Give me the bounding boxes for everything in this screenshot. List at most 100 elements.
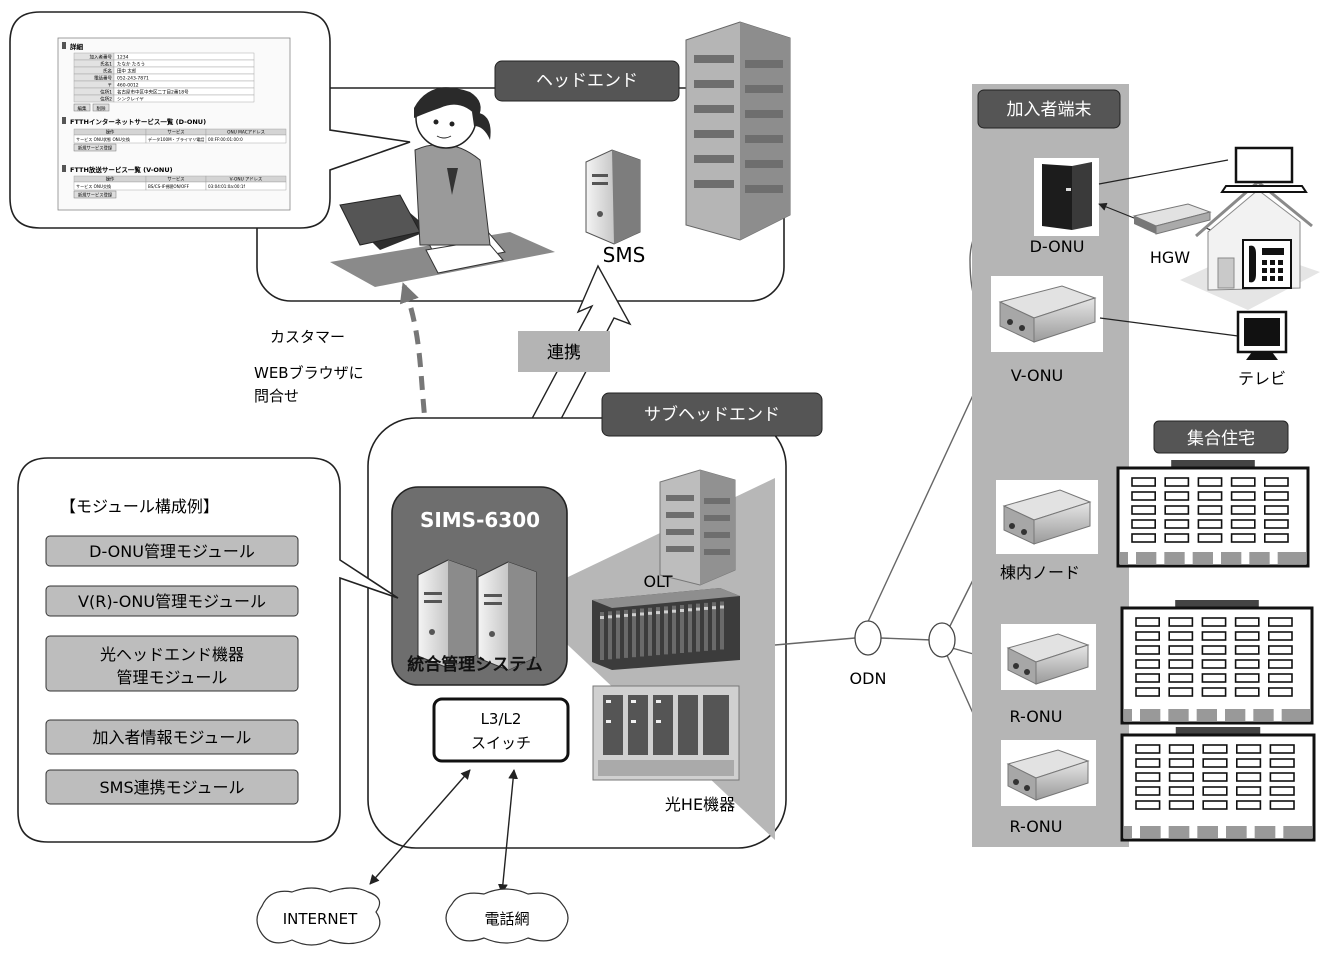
r-onu-label-2: R-ONU: [1010, 817, 1063, 836]
renkei-label: 連携: [518, 331, 610, 372]
hgw-icon: [1132, 203, 1212, 235]
svg-text:ヘッドエンド: ヘッドエンド: [536, 71, 638, 91]
detail-row: 電話番号 052-243-7871: [73, 73, 255, 81]
detail-value: 1234: [117, 54, 129, 60]
operator-icon: [330, 87, 555, 287]
building-icon-subheadend: [659, 469, 736, 586]
odn-splitter-2: [928, 622, 956, 658]
module-list: D-ONU管理モジュール V(R)-ONU管理モジュール光ヘッドエンド機器管理モジ…: [45, 535, 299, 805]
sims-title: SIMS-6300: [420, 508, 540, 532]
sims-6300-box: SIMS-6300 統合管理システム: [391, 486, 568, 686]
edit-button[interactable]: [73, 103, 91, 112]
svg-text:新規サービス登録: 新規サービス登録: [78, 145, 113, 152]
table-header: 操作: [106, 176, 115, 183]
web-browser-label: WEBブラウザに: [254, 364, 364, 382]
new-service-button[interactable]: [73, 143, 117, 152]
table-cell: BS/CS-IF視聴ON/OFF: [148, 183, 190, 189]
d-onu-icon: [1034, 158, 1099, 236]
subscriber-label: 加入者端末: [977, 89, 1121, 129]
svg-text:編集: 編集: [78, 105, 87, 112]
apartment-building-icon: [1120, 727, 1316, 842]
d-onu-label: D-ONU: [1030, 237, 1085, 256]
module-item-line1: 光ヘッドエンド機器: [100, 645, 244, 664]
subheadend-label: サブヘッドエンド: [601, 392, 823, 437]
r-onu-label-1: R-ONU: [1010, 707, 1063, 726]
table-cell: サービス ONU状態 ONU交換: [76, 136, 130, 142]
detail-row: 住所1 名古屋市中区中央区二丁目2番18号: [73, 87, 255, 95]
sms-label: SMS: [603, 243, 646, 267]
detail-value: 名古屋市中区中央区二丁目2番18号: [117, 88, 189, 95]
l3-l2-switch: L3/L2 スイッチ: [432, 697, 570, 763]
apartment-buildings: [1116, 460, 1316, 842]
svg-text:スイッチ: スイッチ: [471, 734, 531, 752]
in-building-node-icon: [996, 480, 1098, 554]
module-item-label: V(R)-ONU管理モジュール: [78, 592, 266, 611]
svg-text:サブヘッドエンド: サブヘッドエンド: [644, 404, 780, 425]
phone-icon: [1242, 239, 1292, 289]
internet-cloud: INTERNET: [256, 887, 381, 946]
svg-text:集合住宅: 集合住宅: [1187, 429, 1255, 449]
detail-key: 〒: [108, 82, 113, 88]
svg-text:L3/L2: L3/L2: [481, 710, 522, 728]
odn-splitter-1: [854, 620, 882, 656]
screen-section-ftth-internet: FTTHインターネットサービス一覧 (D-ONU): [70, 117, 206, 126]
table-header: ONU MACアドレス: [227, 130, 265, 136]
olt-device-icon: [592, 588, 740, 670]
table-header: サービス: [167, 129, 184, 136]
screen-section-detail: 詳細: [70, 42, 84, 51]
detail-key: 住所2: [100, 95, 112, 102]
detail-row: 〒 460-0012: [73, 80, 255, 88]
module-item-label: 加入者情報モジュール: [93, 728, 252, 747]
detail-row: 住所2 シンクレイヤ: [73, 94, 255, 102]
browser-screen: 詳細 加入者番号 1234 氏名1 たなか たろう氏名田中 太郎電話番号 052-243…: [57, 37, 291, 211]
table-cell: 00:FF:00:01:00:0: [208, 137, 243, 142]
laptop-icon: [1220, 146, 1308, 193]
svg-text:加入者端末: 加入者端末: [1007, 100, 1092, 120]
new-service-button[interactable]: [73, 190, 117, 199]
v-onu-icon: [991, 276, 1103, 352]
apartment-building-icon: [1116, 460, 1310, 568]
svg-text:新規サービス登録: 新規サービス登録: [78, 192, 113, 199]
detail-key: 住所1: [100, 88, 112, 95]
detail-row: 加入者番号 1234: [73, 52, 255, 60]
detail-key: 加入者番号: [90, 53, 113, 60]
table-header: 操作: [106, 129, 115, 136]
svg-text:電話網: 電話網: [484, 910, 529, 928]
detail-key: 氏名1: [100, 60, 112, 67]
detail-key: 電話番号: [94, 74, 112, 81]
table-header: サービス: [167, 176, 184, 183]
detail-row: 氏名田中 太郎: [73, 66, 255, 74]
svg-text:INTERNET: INTERNET: [283, 910, 358, 928]
detail-value: シンクレイヤ: [117, 96, 144, 102]
module-heading: 【モジュール構成例】: [60, 497, 219, 516]
module-item: V(R)-ONU管理モジュール: [45, 585, 299, 617]
detail-value: 田中 太郎: [117, 67, 137, 74]
detail-value: 052-243-7871: [117, 75, 149, 81]
table-cell: 03:04:01:0a:00:1f: [208, 184, 245, 189]
svg-text:削除: 削除: [97, 105, 106, 112]
sms-server-icon: [585, 149, 641, 245]
tv-label: テレビ: [1238, 369, 1286, 388]
phone-link-arrow: [497, 769, 519, 894]
delete-button[interactable]: [92, 103, 110, 112]
detail-key: 氏名: [103, 67, 112, 74]
customer-label: カスタマー: [270, 328, 345, 346]
sims-caption: 統合管理システム: [407, 654, 543, 675]
hgw-label: HGW: [1150, 248, 1190, 267]
table-cell: サービス ONU交換: [76, 183, 111, 189]
table-cell: データ100M・ブライマリ電話: [148, 136, 204, 142]
internet-link-arrow: [369, 769, 471, 885]
module-item-label: D-ONU管理モジュール: [89, 542, 255, 561]
sims-server-icon: [417, 559, 537, 671]
detail-table: 加入者番号 1234 氏名1 たなか たろう氏名田中 太郎電話番号 052-243-78…: [73, 52, 255, 102]
in-building-node-label: 棟内ノード: [1000, 563, 1080, 582]
he-equipment-label: 光HE機器: [665, 795, 735, 814]
odn-label: ODN: [850, 669, 887, 688]
olt-label: OLT: [643, 572, 672, 591]
module-item: SMS連携モジュール: [45, 769, 299, 805]
detail-value: たなか たろう: [117, 60, 145, 67]
detail-value: 460-0012: [117, 82, 139, 88]
